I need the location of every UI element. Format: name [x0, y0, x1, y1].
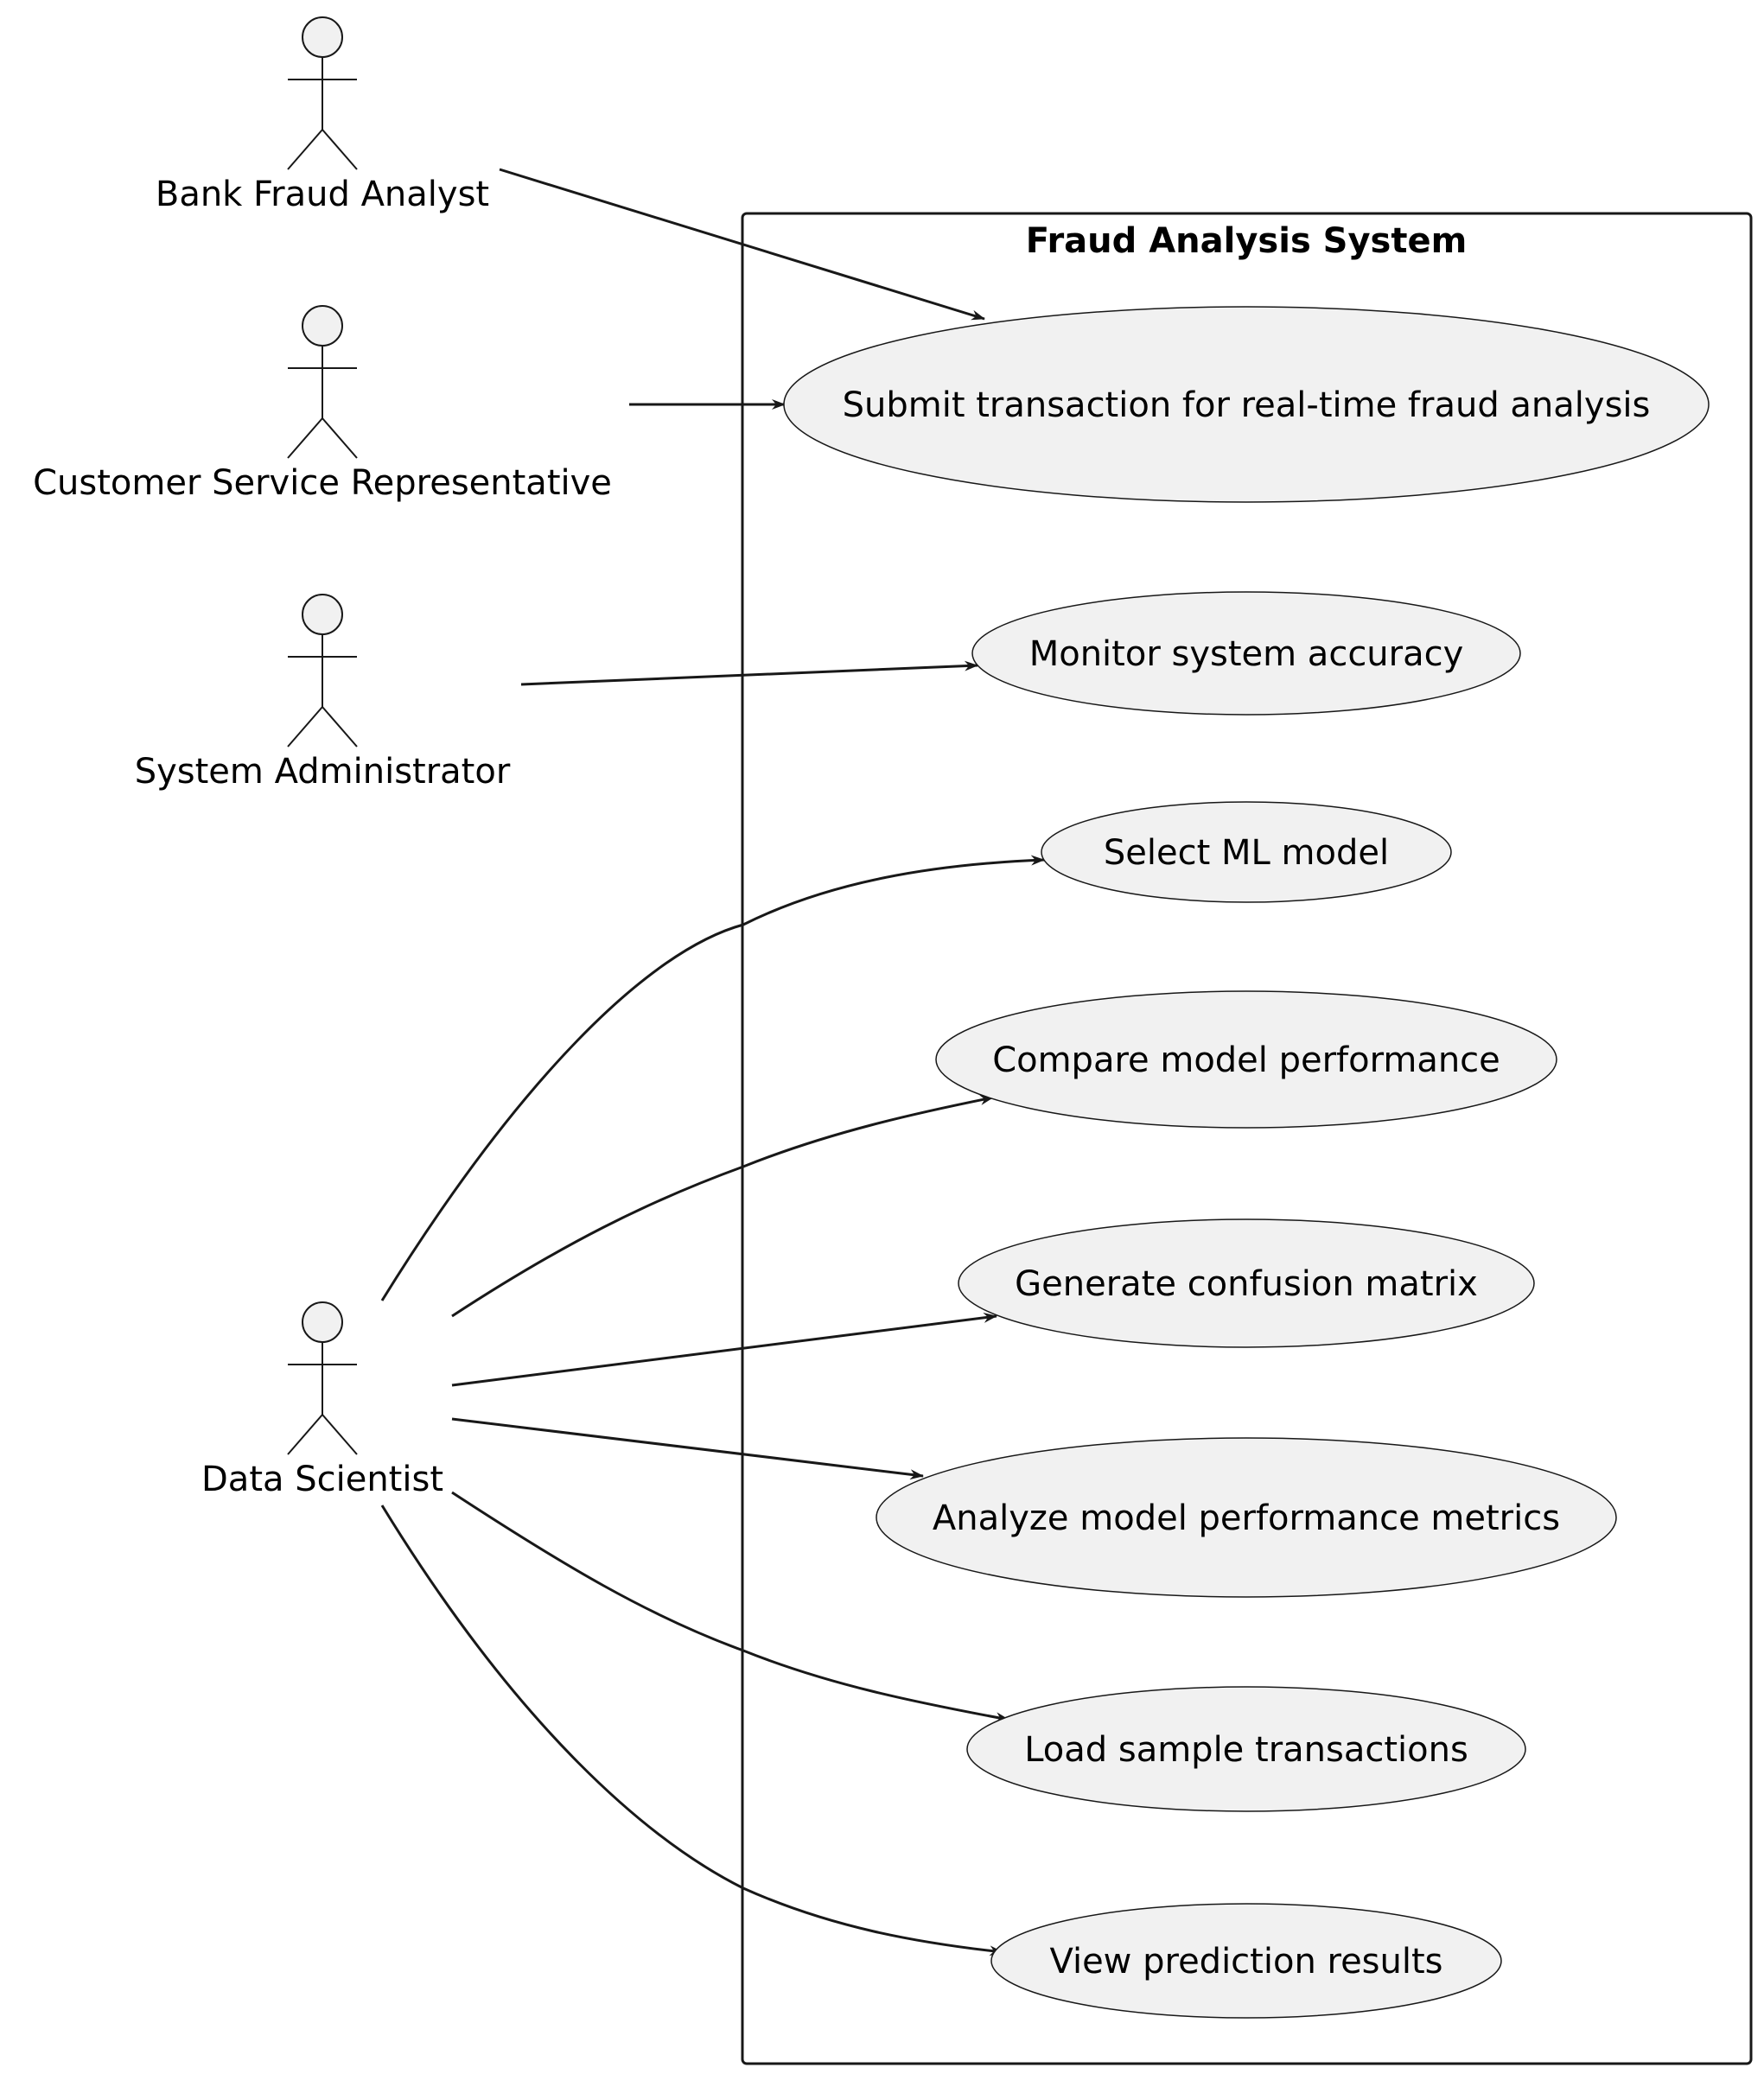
- use-case-label: Generate confusion matrix: [1015, 1264, 1478, 1304]
- system-title: Fraud Analysis System: [1026, 221, 1468, 261]
- system-boundary: Fraud Analysis System: [741, 212, 1753, 2065]
- assoc-data-scientist-select-ml-model: [380, 855, 1045, 1301]
- assoc-system-administrator-monitor-accuracy: [520, 660, 978, 686]
- use-case-analyze-performance-metrics: Analyze model performance metrics: [876, 1437, 1617, 1598]
- assoc-bank-fraud-analyst-submit-transaction: [499, 168, 985, 321]
- use-case-load-sample-transactions: Load sample transactions: [966, 1686, 1526, 1812]
- assoc-data-scientist-compare-model-performance: [451, 1095, 994, 1318]
- actor-figure-icon: [287, 594, 358, 748]
- actor-bank-fraud-analyst: Bank Fraud Analyst: [156, 16, 489, 214]
- use-case-compare-model-performance: Compare model performance: [935, 990, 1557, 1129]
- actor-data-scientist: Data Scientist: [201, 1301, 443, 1499]
- use-case-monitor-accuracy: Monitor system accuracy: [971, 591, 1521, 716]
- use-case-submit-transaction: Submit transaction for real-time fraud a…: [783, 306, 1710, 503]
- assoc-data-scientist-load-sample-transactions: [451, 1491, 1009, 1723]
- actor-label: Bank Fraud Analyst: [156, 175, 489, 214]
- assoc-data-scientist-generate-confusion-matrix: [451, 1312, 997, 1387]
- actor-figure-icon: [287, 16, 358, 170]
- actors: Bank Fraud Analyst Customer Service Repr…: [33, 16, 612, 1499]
- actor-label: System Administrator: [135, 752, 511, 792]
- system-boundary-box: [741, 212, 1753, 2065]
- use-case-label: Submit transaction for real-time fraud a…: [843, 385, 1651, 425]
- use-case-generate-confusion-matrix: Generate confusion matrix: [958, 1218, 1535, 1348]
- actor-label: Customer Service Representative: [33, 463, 612, 503]
- use-case-select-ml-model: Select ML model: [1041, 801, 1452, 903]
- actor-system-administrator: System Administrator: [135, 594, 511, 792]
- actor-customer-service-representative: Customer Service Representative: [33, 305, 612, 503]
- assoc-data-scientist-view-prediction-results: [380, 1505, 1003, 1956]
- use-case-label: Select ML model: [1104, 833, 1389, 873]
- use-case-label: Compare model performance: [992, 1040, 1500, 1080]
- actor-label: Data Scientist: [201, 1460, 443, 1499]
- actor-figure-icon: [287, 305, 358, 459]
- associations: [380, 168, 1045, 1956]
- use-case-label: Analyze model performance metrics: [933, 1498, 1560, 1538]
- use-case-label: Monitor system accuracy: [1029, 634, 1464, 674]
- actor-figure-icon: [287, 1301, 358, 1455]
- use-cases: Submit transaction for real-time fraud a…: [783, 306, 1710, 2019]
- use-case-label: Load sample transactions: [1024, 1730, 1468, 1770]
- use-case-label: View prediction results: [1049, 1942, 1442, 1982]
- assoc-data-scientist-analyze-performance-metrics: [451, 1417, 924, 1480]
- use-case-view-prediction-results: View prediction results: [990, 1903, 1502, 2019]
